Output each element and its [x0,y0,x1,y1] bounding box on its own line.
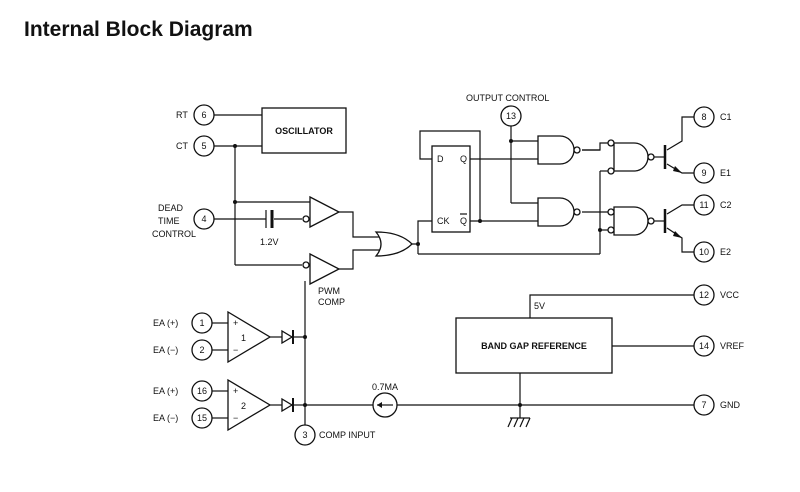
dead-time-offset-label: 1.2V [260,237,279,247]
current-source: 0.7MA [372,382,398,418]
nand-gate-upper-2 [607,139,655,175]
pin-ct-number: 5 [201,141,206,151]
band-gap-label: BAND GAP REFERENCE [481,341,587,351]
pin-ea1-minus-label: EA (−) [153,345,178,355]
pin-rt-number: 6 [201,110,206,120]
pin-vref: 14 VREF [693,335,745,357]
band-gap-reference-block: BAND GAP REFERENCE [455,317,613,374]
pin-ct: 5 CT [176,135,215,157]
pwm-comparator: PWM COMP [302,252,345,307]
flip-flop: D Q CK Q [431,145,471,233]
pin-c1: 8 C1 [693,106,732,128]
error-amplifier-2: + − 2 [227,378,272,432]
pin-dead-time: 4 DEAD TIME CONTROL [152,203,215,239]
ff-qbar-label: Q [460,216,467,226]
pin-c1-number: 8 [701,112,706,122]
pin-ea2-minus-label: EA (−) [153,413,178,423]
wires [212,114,694,425]
ea2-plus-sign: + [233,386,238,396]
oscillator-label: OSCILLATOR [275,126,333,136]
nand-gate-upper-1 [537,135,581,165]
pin-ea1-plus-number: 1 [199,318,204,328]
pin-ct-label: CT [176,141,188,151]
pin-e1-number: 9 [701,168,706,178]
pin-output-control-label: OUTPUT CONTROL [466,93,549,103]
pin-rt: 6 RT [176,104,215,126]
pin-ea1-minus-number: 2 [199,345,204,355]
diode-2 [281,397,294,413]
pin-comp-input-number: 3 [302,430,307,440]
ea2-number: 2 [241,401,246,411]
pin-vcc-number: 12 [699,290,709,300]
or-gate [374,231,413,257]
pin-dead-time-number: 4 [201,214,206,224]
current-source-label: 0.7MA [372,382,398,392]
pin-e2-label: E2 [720,247,731,257]
pin-gnd: 7 GND [693,394,741,416]
pwm-comp-label-line2: COMP [318,297,345,307]
pin-dead-time-label-line1: DEAD [158,203,184,213]
ref-5v-label: 5V [534,301,545,311]
pin-dead-time-label-line3: CONTROL [152,229,196,239]
dead-time-offset-source: 1.2V [260,210,279,247]
output-transistor-2 [663,209,682,238]
page-title: Internal Block Diagram [24,18,253,41]
pin-output-control: 13 OUTPUT CONTROL [466,93,549,127]
junction-dots [233,139,602,407]
pin-comp-input-label: COMP INPUT [319,430,376,440]
ground-symbol [507,417,531,428]
pin-ea2-minus-number: 15 [197,413,207,423]
diode-1 [281,329,294,345]
pin-c2-label: C2 [720,200,732,210]
pin-c2-number: 11 [699,200,708,210]
ff-d-label: D [437,154,444,164]
pin-e1: 9 E1 [693,162,731,184]
pin-ea2-plus: 16 EA (+) [153,380,213,402]
nand-gate-lower-1 [537,197,581,227]
pin-ea2-plus-number: 16 [197,386,207,396]
pin-c2: 11 C2 [693,194,732,216]
pin-vref-label: VREF [720,341,745,351]
pin-e1-label: E1 [720,168,731,178]
pin-ea1-plus: 1 EA (+) [153,312,213,334]
pin-dead-time-label-line2: TIME [158,216,180,226]
pin-vcc-label: VCC [720,290,740,300]
pin-ea1-minus: 2 EA (−) [153,339,213,361]
pin-gnd-label: GND [720,400,741,410]
pin-e2-number: 10 [699,247,709,257]
pin-gnd-number: 7 [701,400,706,410]
ea1-plus-sign: + [233,318,238,328]
error-amplifier-1: + − 1 [227,310,272,364]
ea1-minus-sign: − [233,345,238,355]
ff-ck-label: CK [437,216,450,226]
nand-gate-lower-2 [607,206,655,236]
pin-comp-input: 3 COMP INPUT [294,424,376,446]
pin-e2: 10 E2 [693,241,731,263]
dead-time-comparator [302,195,341,229]
pin-c1-label: C1 [720,112,732,122]
pin-ea1-plus-label: EA (+) [153,318,178,328]
ea2-minus-sign: − [233,413,238,423]
pin-vref-number: 14 [699,341,709,351]
pin-rt-label: RT [176,110,188,120]
ea1-number: 1 [241,333,246,343]
pwm-comp-label-line1: PWM [318,286,340,296]
ff-q-label: Q [460,154,467,164]
pin-vcc: 12 VCC [693,284,740,306]
oscillator-block: OSCILLATOR [261,107,347,154]
pin-ea2-minus: 15 EA (−) [153,407,213,429]
output-transistor-1 [663,145,682,173]
pin-ea2-plus-label: EA (+) [153,386,178,396]
pin-output-control-number: 13 [506,111,516,121]
